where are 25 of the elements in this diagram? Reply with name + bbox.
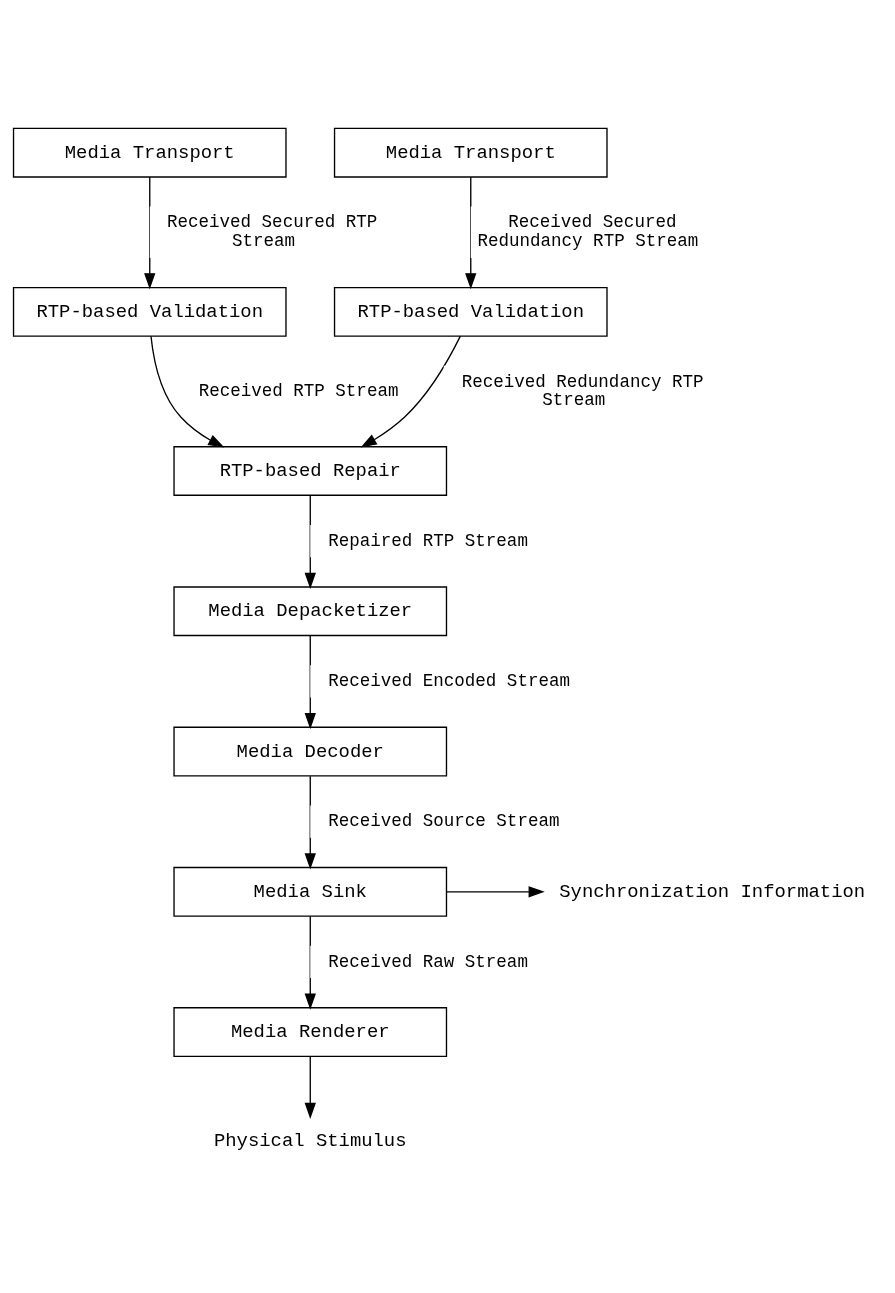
edge-label: Received RTP Stream	[198, 380, 399, 401]
edge-label: Repaired RTP Stream	[328, 530, 528, 551]
edge-label: Received Secured Redundancy RTP Stream	[477, 211, 699, 251]
node-box: RTP-based Validation	[333, 286, 608, 337]
node-box: Media Decoder	[173, 726, 448, 776]
arrow	[150, 335, 225, 448]
node-box: RTP-based Repair	[173, 445, 448, 496]
arrow	[304, 1055, 316, 1119]
edge-label: Received Raw Stream	[328, 951, 528, 972]
arrow	[144, 175, 156, 289]
arrow	[360, 334, 462, 448]
edge-label: Received Redundancy RTP Stream	[461, 371, 704, 410]
node-box: Media Sink	[173, 866, 448, 917]
node-text: Physical Stimulus	[213, 1129, 407, 1152]
node-box: Media Renderer	[173, 1006, 448, 1057]
arrow	[446, 885, 545, 897]
edge-label: Received Secured RTP Stream	[167, 211, 378, 251]
node-box: Media Transport	[12, 127, 287, 178]
node-box: Media Depacketizer	[173, 585, 448, 636]
node-box: RTP-based Validation	[12, 286, 287, 337]
node-box: Media Transport	[333, 127, 608, 178]
edge-label: Received Source Stream	[328, 810, 560, 831]
edge-label: Received Encoded Stream	[328, 670, 570, 691]
node-text: Synchronization Information	[559, 880, 866, 903]
arrow	[465, 175, 477, 289]
